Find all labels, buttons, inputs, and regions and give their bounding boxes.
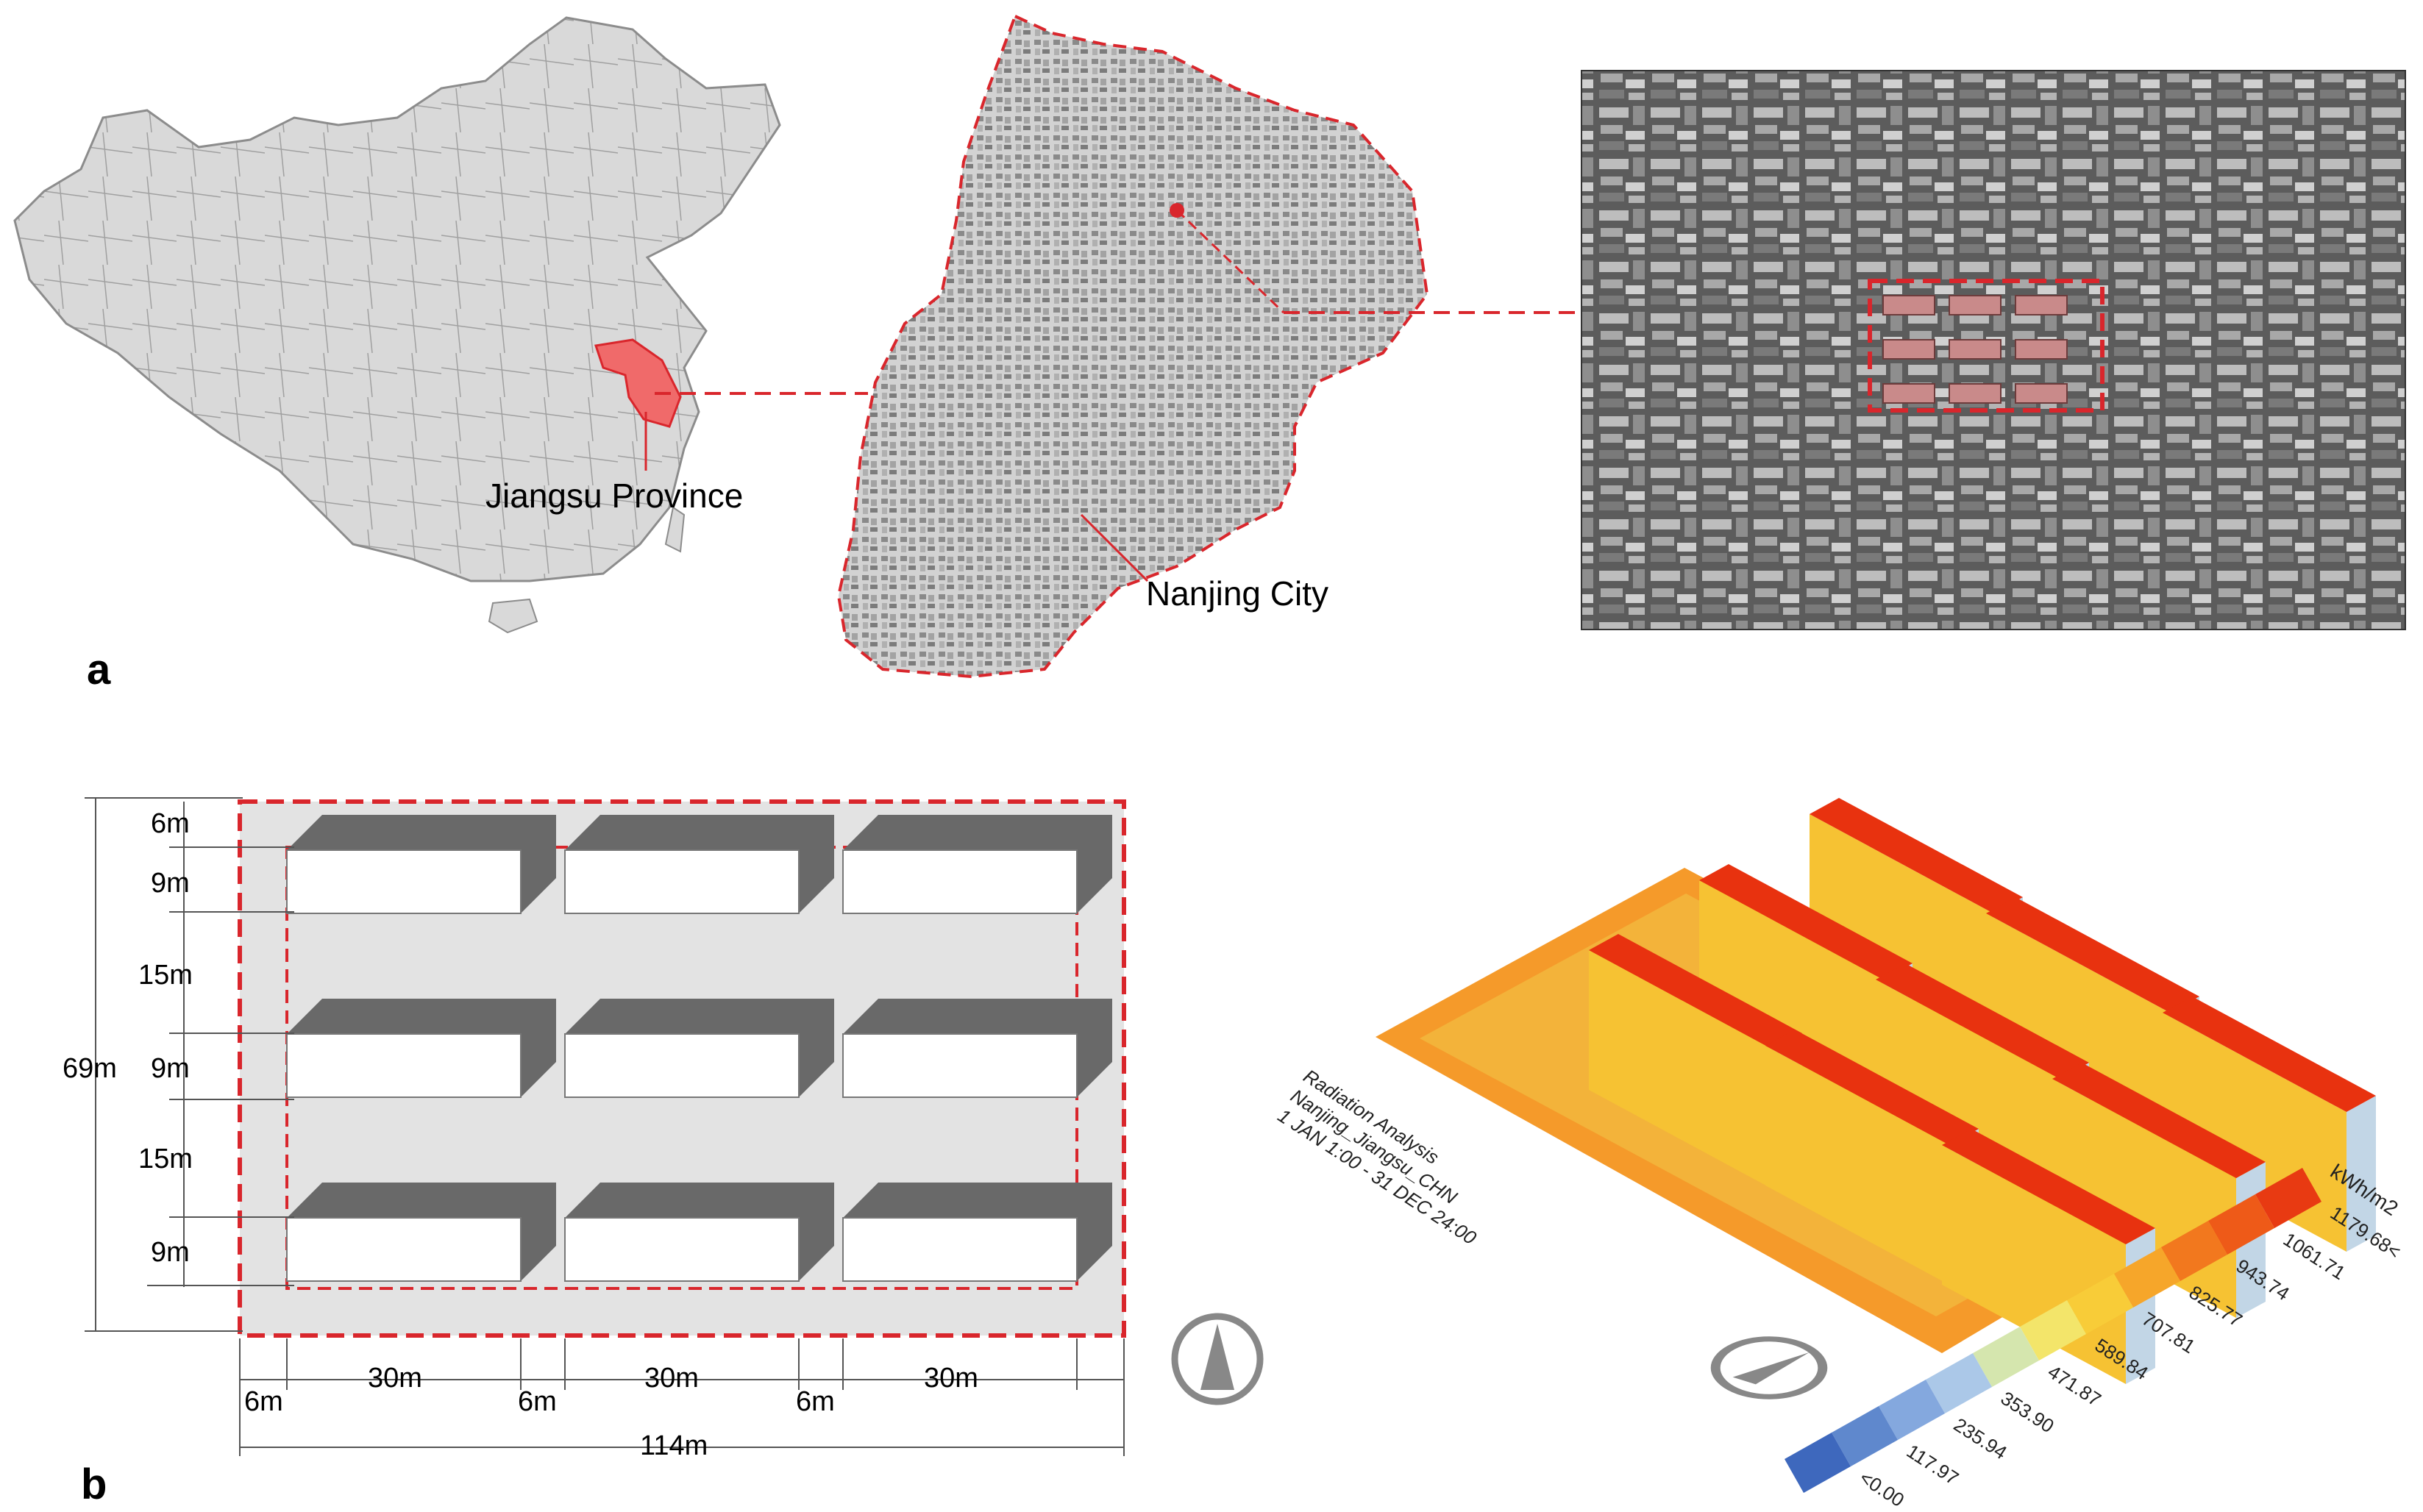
building-shadow — [287, 815, 556, 913]
building-shadow — [843, 815, 1112, 913]
dim-v-9m-2: 9m — [151, 1053, 190, 1084]
jiangsu-province-highlight — [594, 338, 682, 428]
building-footprint — [286, 849, 522, 914]
horizontal-dimension — [239, 1338, 1125, 1456]
building-shadow — [565, 999, 834, 1097]
building-roof — [1942, 1129, 2155, 1244]
plan-building — [286, 815, 556, 914]
building-shadow — [287, 999, 556, 1097]
radiation-buildings — [1589, 798, 2376, 1384]
dim-v-15m-2: 15m — [138, 1144, 193, 1174]
building-footprint — [842, 849, 1078, 914]
building-roof — [1589, 934, 1802, 1049]
building-roof — [1876, 963, 2089, 1079]
dim-h-30m-1: 30m — [368, 1363, 422, 1394]
legend-swatch — [1973, 1327, 2039, 1387]
legend-value-label: 235.94 — [1950, 1413, 2011, 1463]
dim-h-30m-3: 30m — [924, 1363, 978, 1394]
building-south-face — [1765, 1046, 1949, 1285]
building-footprint — [842, 1217, 1078, 1282]
building-roof — [1765, 1030, 1979, 1145]
legend-swatch — [1926, 1353, 1992, 1413]
dim-h-30m-2: 30m — [644, 1363, 699, 1394]
aerial-photo — [1581, 70, 2406, 630]
china-map — [13, 16, 781, 582]
legend-value-label: <0.00 — [1856, 1466, 1909, 1511]
vertical-dimension — [85, 797, 294, 1332]
dim-v-9m-1: 9m — [151, 868, 190, 899]
plan-building — [842, 815, 1112, 914]
plan-building — [842, 1183, 1112, 1282]
legend-swatch — [2114, 1247, 2180, 1308]
legend-value-label: 353.90 — [1997, 1387, 2058, 1437]
radiation-analysis: Radiation Analysis Nanjing_Jiangsu_CHN 1… — [1274, 798, 2405, 1511]
plan-building — [842, 999, 1112, 1098]
dim-v-9m-3: 9m — [151, 1237, 190, 1268]
building-footprint — [286, 1217, 522, 1282]
panel-a-label: a — [87, 646, 111, 693]
hainan-island — [488, 598, 538, 634]
legend-value-label: 117.97 — [1903, 1440, 1963, 1489]
plan-building — [286, 1183, 556, 1282]
building-shadow — [565, 815, 834, 913]
legend-swatch — [2255, 1168, 2321, 1228]
taiwan-island — [664, 506, 686, 553]
panel-a: Jiangsu Province Nanjing City a — [13, 14, 2406, 693]
dim-v-15m-1: 15m — [138, 960, 193, 991]
legend-swatch — [2161, 1221, 2227, 1281]
legend-swatch — [2067, 1274, 2133, 1334]
legend-swatch — [2020, 1300, 2086, 1361]
dim-h-6m-3: 6m — [796, 1386, 835, 1417]
outer-site-boundary — [238, 799, 1126, 1338]
legend-swatch — [2208, 1194, 2274, 1255]
building-roof — [2163, 996, 2376, 1112]
plan-building — [564, 999, 834, 1098]
building-shadow — [565, 1183, 834, 1281]
building-footprint — [842, 1033, 1078, 1098]
panel-b-plan: 6m 9m 15m 9m 15m 9m 69m 6m 30m 6m 30m 6m… — [63, 797, 1264, 1508]
plan-building — [286, 999, 556, 1098]
aerial-site-buildings — [1882, 295, 2068, 404]
radiation-caption: Radiation Analysis Nanjing_Jiangsu_CHN 1… — [1274, 1065, 1481, 1249]
building-shadow — [287, 1183, 556, 1281]
dim-total-height: 69m — [63, 1053, 117, 1084]
building-end-face — [2346, 1096, 2376, 1252]
aerial-site-boundary — [1868, 279, 2104, 413]
building-roof — [1810, 798, 2023, 913]
building-roof — [2052, 1063, 2266, 1178]
panel-b-label: b — [81, 1461, 107, 1508]
building-footprint — [564, 1217, 800, 1282]
north-arrow-iso-icon — [1710, 1336, 1828, 1399]
dim-total-width: 114m — [640, 1430, 708, 1461]
building-roof — [1986, 897, 2199, 1013]
city-label: Nanjing City — [1146, 574, 1328, 613]
site-leader-line — [1175, 209, 1285, 314]
plan-buildings — [286, 815, 1112, 1282]
legend-value-label: 471.87 — [2044, 1361, 2105, 1411]
legend-swatch — [1879, 1380, 1945, 1440]
dim-h-6m-2: 6m — [518, 1386, 557, 1417]
plan-building — [564, 1183, 834, 1282]
legend-swatch — [1785, 1433, 1851, 1493]
province-label: Jiangsu Province — [485, 477, 743, 515]
building-shadow — [843, 999, 1112, 1097]
dim-v-6m: 6m — [151, 808, 190, 839]
building-footprint — [564, 849, 800, 914]
legend-swatch — [1832, 1406, 1898, 1466]
building-footprint — [564, 1033, 800, 1098]
building-footprint — [286, 1033, 522, 1098]
building-shadow — [843, 1183, 1112, 1281]
city-leader-line — [1080, 513, 1149, 582]
north-arrow-plan-icon — [1171, 1313, 1264, 1405]
building-south-face — [1589, 950, 1773, 1189]
plan-building — [564, 815, 834, 914]
building-roof — [1699, 864, 1913, 980]
dim-h-6m-1: 6m — [244, 1386, 283, 1417]
nanjing-city-map — [836, 14, 1429, 679]
